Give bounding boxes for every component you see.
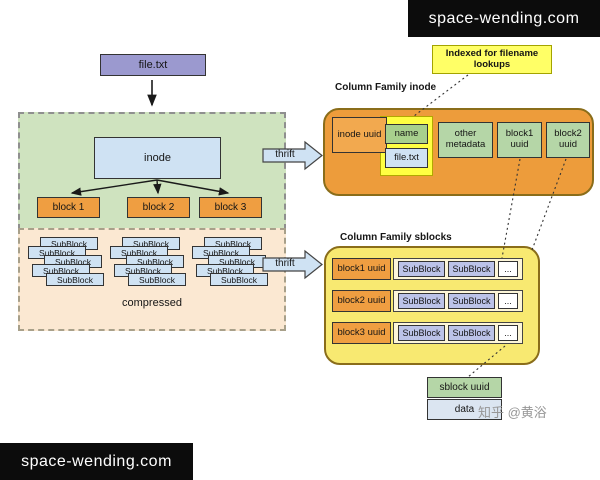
block1-uuid-key: block1 uuid [332, 258, 391, 280]
ellipsis-cell: ... [498, 293, 518, 309]
sblocks-row-2-cells: SubBlock SubBlock ... [393, 290, 523, 312]
name-value: file.txt [385, 148, 428, 168]
watermark-top-right: space-wending.com [408, 0, 600, 37]
sblocks-row-3-cells: SubBlock SubBlock ... [393, 322, 523, 344]
watermark-bottom-left: space-wending.com [0, 443, 193, 480]
sblocks-row-1-cells: SubBlock SubBlock ... [393, 258, 523, 280]
sblocks-row-2: block2 uuid SubBlock SubBlock ... [332, 290, 523, 312]
cf-inode-title: Column Family inode [335, 82, 437, 93]
sblocks-row-1: block1 uuid SubBlock SubBlock ... [332, 258, 523, 280]
indexed-note: Indexed for filename lookups [432, 45, 552, 74]
other-metadata-column: other metadata [438, 122, 493, 158]
sblock-uuid-box: sblock uuid [427, 377, 502, 398]
subblock-box: SubBlock [128, 273, 186, 286]
ellipsis-cell: ... [498, 261, 518, 277]
block-1-box: block 1 [37, 197, 100, 218]
block2-uuid-key: block2 uuid [332, 290, 391, 312]
block3-uuid-key: block3 uuid [332, 322, 391, 344]
block-2-box: block 2 [127, 197, 190, 218]
sblocks-row-3: block3 uuid SubBlock SubBlock ... [332, 322, 523, 344]
thrift-label-1: thrift [275, 149, 295, 160]
zhihu-credit: 知乎 @黄浴 [478, 405, 547, 420]
subblock-box: SubBlock [210, 273, 268, 286]
sblock-data-box: data [427, 399, 502, 420]
subblock-box: SubBlock [46, 273, 104, 286]
thrift-label-2: thrift [275, 258, 295, 269]
compressed-label: compressed [122, 297, 182, 309]
cf-sblocks-title: Column Family sblocks [340, 232, 452, 243]
subblock-cell: SubBlock [448, 325, 495, 341]
subblock-cluster-2: SubBlock SubBlock SubBlock SubBlock SubB… [110, 237, 190, 289]
subblock-cell: SubBlock [448, 293, 495, 309]
ellipsis-cell: ... [498, 325, 518, 341]
subblock-cluster-3: SubBlock SubBlock SubBlock SubBlock SubB… [192, 237, 272, 289]
block-3-box: block 3 [199, 197, 262, 218]
file-txt-box: file.txt [100, 54, 206, 76]
block1-uuid-column: block1 uuid [497, 122, 542, 158]
block2-uuid-column: block2 uuid [546, 122, 590, 158]
subblock-cell: SubBlock [398, 293, 445, 309]
subblock-cell: SubBlock [448, 261, 495, 277]
subblock-cell: SubBlock [398, 261, 445, 277]
inode-box: inode [94, 137, 221, 179]
subblock-cluster-1: SubBlock SubBlock SubBlock SubBlock SubB… [28, 237, 108, 289]
subblock-cell: SubBlock [398, 325, 445, 341]
inode-uuid-key: inode uuid [332, 117, 387, 153]
name-column: name [385, 124, 428, 144]
